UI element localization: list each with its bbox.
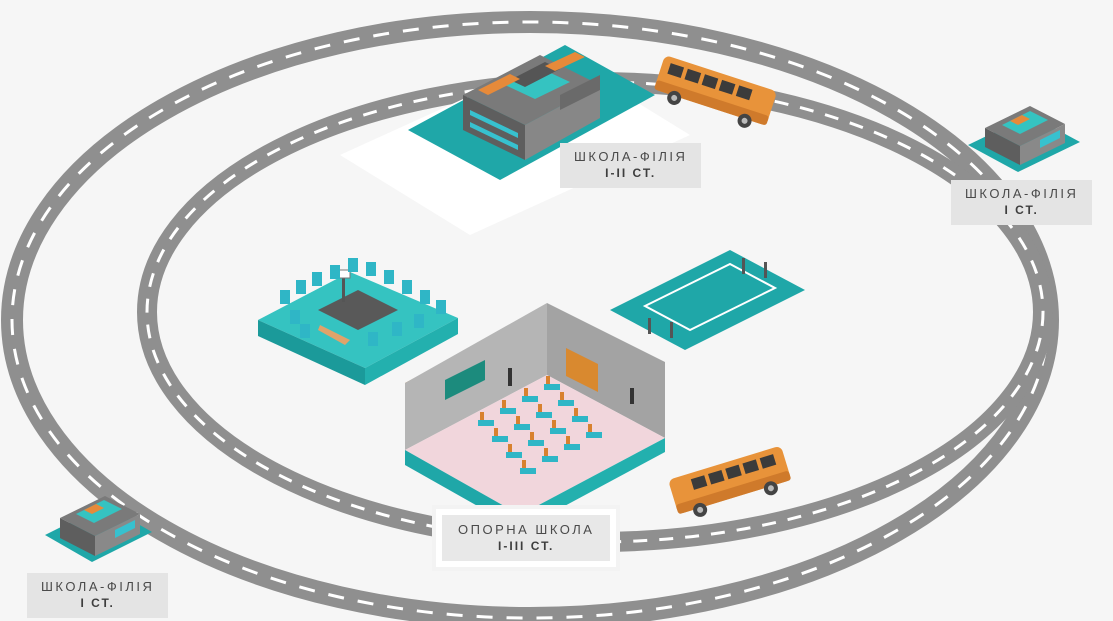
branch-school-title: ШКОЛА-ФІЛІЯ: [41, 579, 155, 594]
branch-school-level: І СТ.: [1004, 203, 1039, 217]
sports-field-icon: [610, 250, 805, 350]
school-building-icon: [45, 496, 152, 562]
branch-school-title: ШКОЛА-ФІЛІЯ: [574, 149, 688, 164]
branch-school-label-left: ШКОЛА-ФІЛІЯ І СТ.: [27, 573, 169, 618]
branch-school-label-top: ШКОЛА-ФІЛІЯ І-ІІ СТ.: [560, 143, 702, 188]
branch-school-label-right: ШКОЛА-ФІЛІЯ І СТ.: [951, 180, 1093, 225]
branch-school-title: ШКОЛА-ФІЛІЯ: [965, 186, 1079, 201]
school-building-icon: [340, 45, 690, 235]
hub-school-level: І-ІІІ СТ.: [498, 539, 555, 553]
branch-school-level: І СТ.: [80, 596, 115, 610]
bus-icon: [669, 446, 791, 517]
playground-icon: [258, 258, 458, 385]
hub-school-label: ОПОРНА ШКОЛА І-ІІІ СТ.: [436, 509, 617, 567]
school-building-icon: [968, 106, 1080, 172]
classroom-icon: [405, 303, 665, 530]
branch-school-level: І-ІІ СТ.: [605, 166, 657, 180]
hub-school-title: ОПОРНА ШКОЛА: [458, 522, 595, 537]
bus-icon: [654, 56, 776, 128]
